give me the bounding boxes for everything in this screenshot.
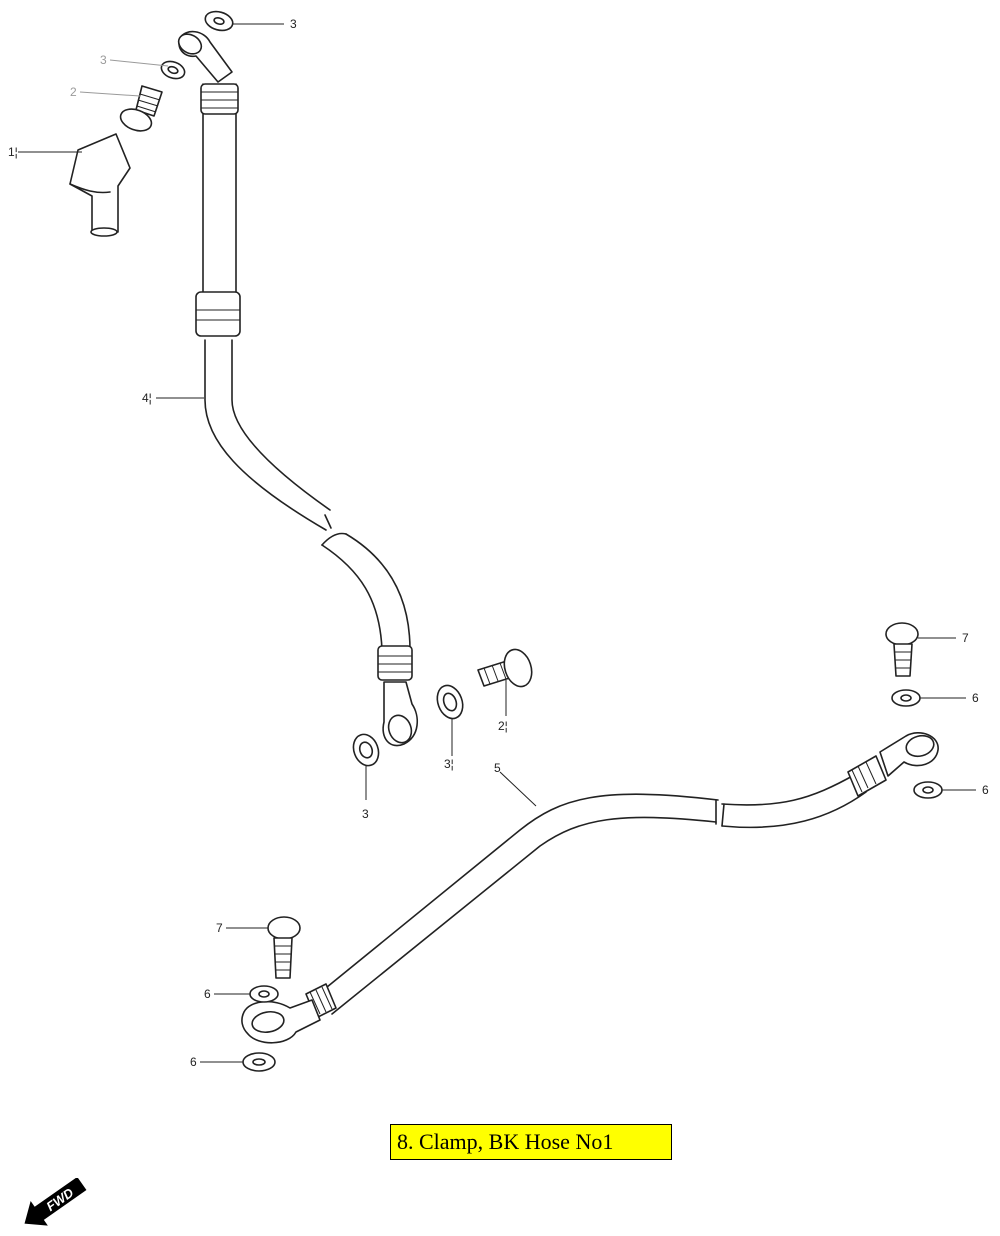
callout-6-right-top: 6 <box>920 691 979 705</box>
callout-2-mid: 2¦ <box>498 680 508 733</box>
callout-3-upper: 3 <box>100 53 169 67</box>
svg-text:1¦: 1¦ <box>8 145 18 159</box>
svg-text:6: 6 <box>982 783 989 797</box>
svg-text:3: 3 <box>100 53 107 67</box>
svg-text:4¦: 4¦ <box>142 391 152 405</box>
callout-7-left: 7 <box>216 921 268 935</box>
callout-3-low: 3 <box>362 766 369 821</box>
part-6-washer-right-top <box>891 689 921 707</box>
svg-text:6: 6 <box>972 691 979 705</box>
part-1-elbow-fitting <box>69 133 131 237</box>
part-3-washer-top <box>204 10 234 32</box>
fwd-arrow-icon: FWD <box>24 1178 87 1226</box>
part-2-bolt-mid <box>477 648 533 688</box>
svg-text:7: 7 <box>962 631 969 645</box>
hose-4 <box>177 30 419 747</box>
part-2-bolt-upper <box>119 85 163 132</box>
callout-2-upper: 2 <box>70 85 141 99</box>
part-6-washer-left-bottom <box>242 1052 276 1072</box>
svg-text:2¦: 2¦ <box>498 719 508 733</box>
callout-4: 4¦ <box>142 391 204 405</box>
svg-text:3¦: 3¦ <box>444 757 454 771</box>
part-7-bolt-right <box>885 622 919 677</box>
callout-3-top: 3 <box>232 17 297 31</box>
svg-text:5: 5 <box>494 761 501 775</box>
callout-3-mid: 3¦ <box>444 718 454 771</box>
callout-6-left-bottom: 6 <box>190 1055 243 1069</box>
hose-5 <box>241 732 939 1044</box>
svg-text:2: 2 <box>70 85 77 99</box>
svg-text:3: 3 <box>362 807 369 821</box>
part-3-washer-upper <box>160 60 186 80</box>
part-8-note-text: 8. Clamp, BK Hose No1 <box>397 1129 614 1154</box>
callout-6-left-top: 6 <box>204 987 250 1001</box>
callout-7-right: 7 <box>918 631 969 645</box>
part-3-washer-low <box>352 733 380 767</box>
svg-text:3: 3 <box>290 17 297 31</box>
svg-text:7: 7 <box>216 921 223 935</box>
svg-text:6: 6 <box>204 987 211 1001</box>
part-6-washer-left-top <box>249 985 279 1003</box>
svg-text:6: 6 <box>190 1055 197 1069</box>
callout-6-right-bottom: 6 <box>942 783 989 797</box>
part-6-washer-right-bottom <box>913 781 943 799</box>
callout-1: 1¦ <box>8 145 82 159</box>
part-8-note: 8. Clamp, BK Hose No1 <box>390 1124 672 1160</box>
part-3-washer-mid <box>436 684 464 720</box>
part-7-bolt-left <box>267 916 301 979</box>
callout-5: 5 <box>494 761 537 807</box>
